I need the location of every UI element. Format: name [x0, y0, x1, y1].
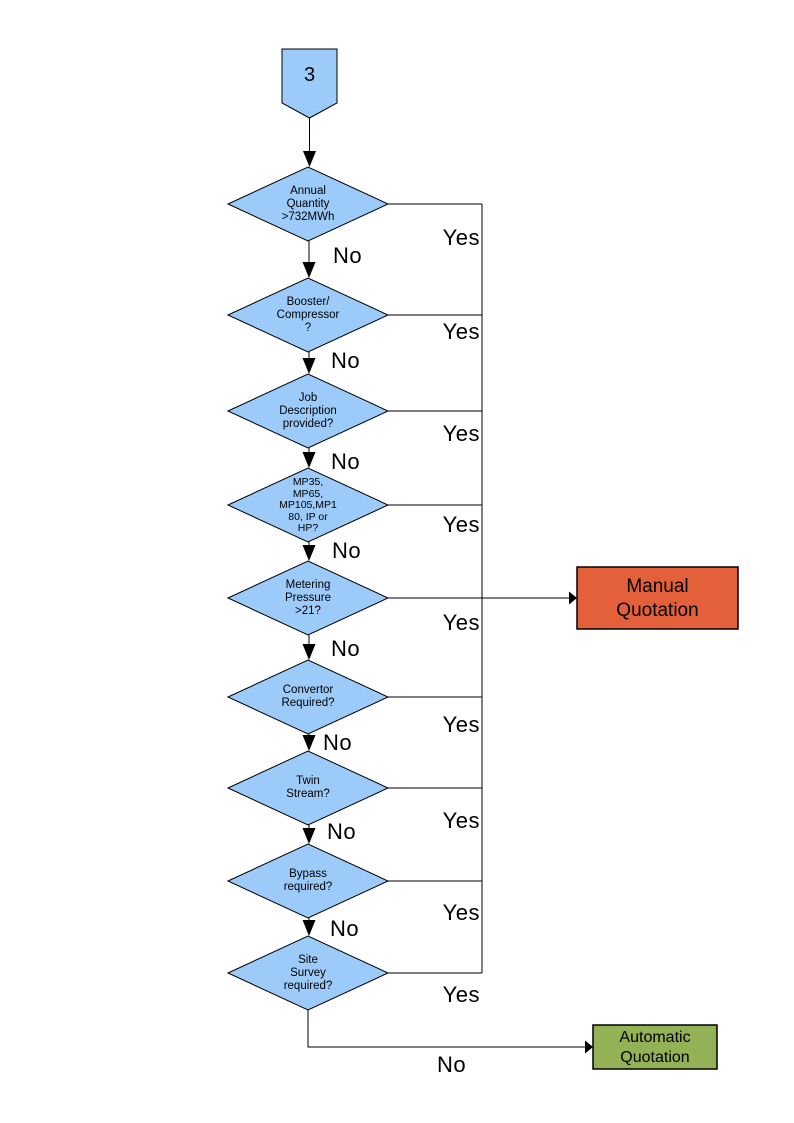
decision-metering-pressure	[226, 560, 390, 636]
decision-meter-type	[226, 467, 390, 543]
manual-quotation-box	[576, 566, 739, 630]
arrowhead-automatic	[585, 1040, 593, 1054]
automatic-quotation-box	[592, 1024, 718, 1070]
decision-convertor-required	[226, 659, 390, 735]
arrowhead-no-8	[302, 920, 316, 936]
arrowhead-no-5	[302, 644, 316, 660]
arrowhead-no-7	[302, 828, 316, 844]
arrowhead-no-6	[302, 735, 316, 751]
decision-site-survey	[226, 935, 390, 1011]
decision-booster-compressor	[226, 277, 390, 353]
arrowhead-no-1	[302, 262, 316, 278]
arrowhead-no-2	[302, 358, 316, 374]
edge-to-automatic	[307, 1010, 586, 1048]
arrowhead-no-4	[302, 545, 316, 561]
arrowhead-start	[303, 151, 316, 167]
decision-twin-stream	[226, 750, 390, 826]
decision-bypass-required	[226, 843, 390, 919]
decision-annual-quantity	[226, 166, 390, 242]
arrowheads	[302, 151, 593, 1054]
decision-job-description	[226, 373, 390, 449]
arrowhead-no-3	[302, 452, 316, 468]
offpage-connector-shape	[281, 48, 338, 119]
arrowhead-manual	[569, 591, 577, 605]
decision-shapes	[226, 166, 390, 1011]
flow-lines	[307, 118, 586, 1048]
